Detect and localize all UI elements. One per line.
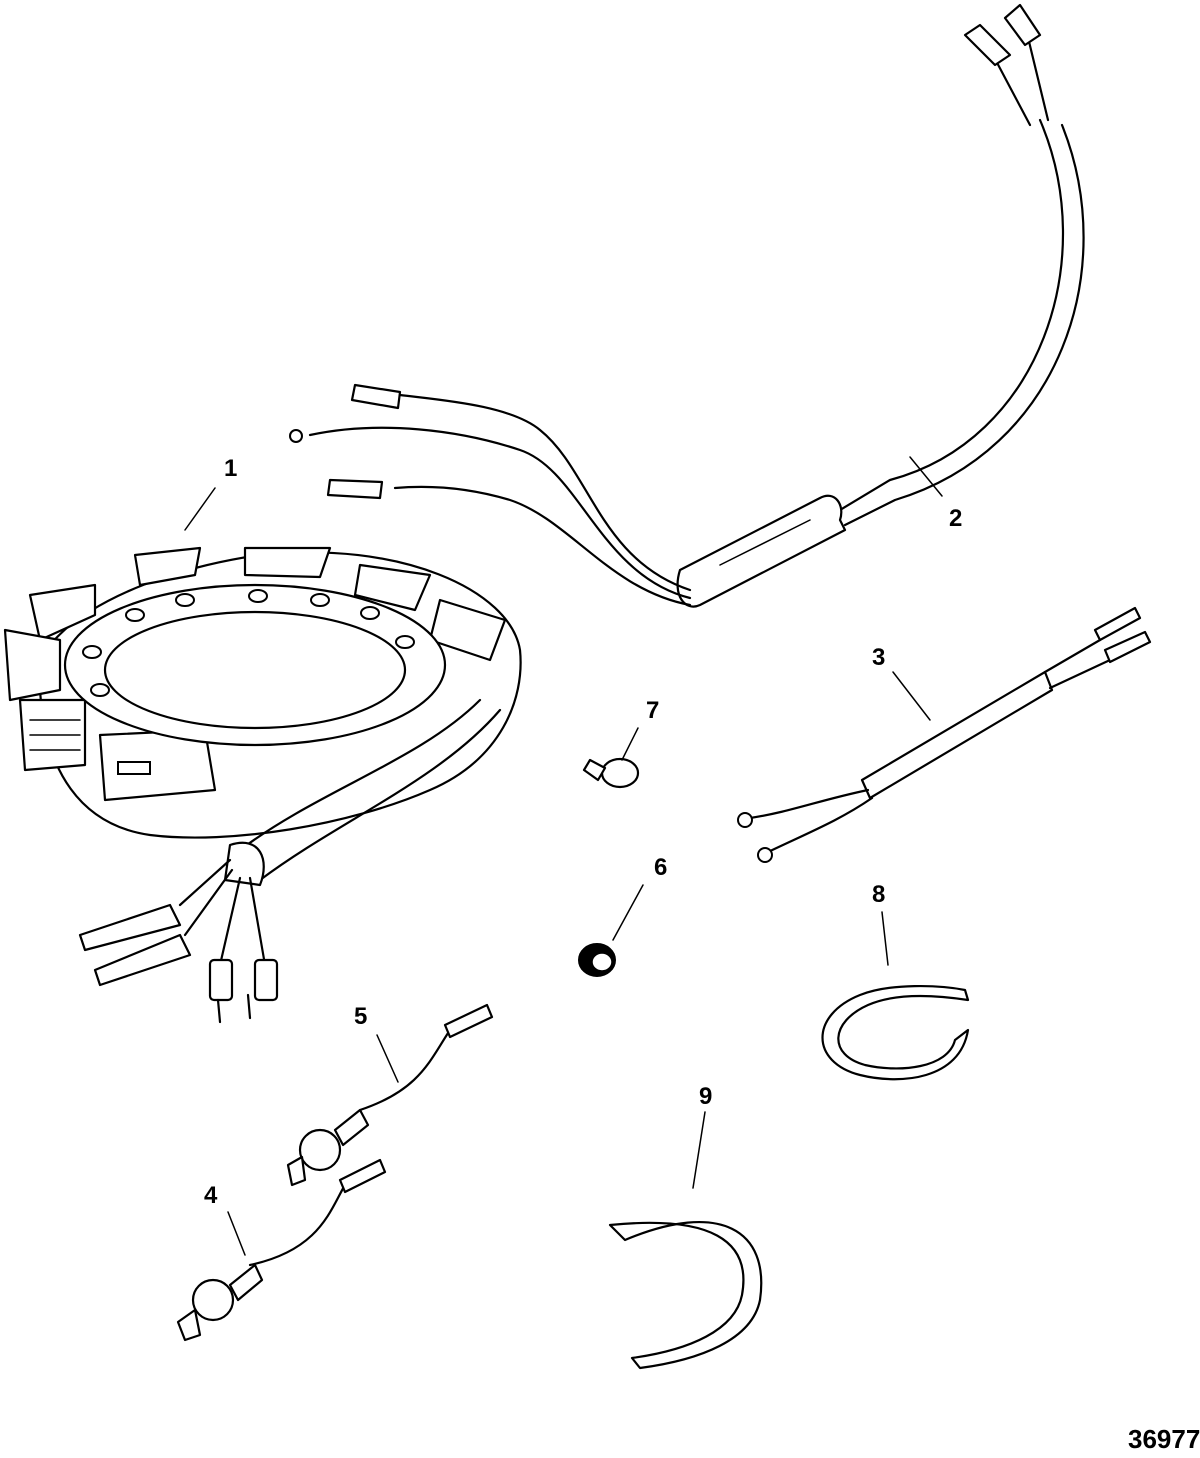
callout-2: 2 — [949, 505, 962, 532]
part-9-strap — [608, 1220, 763, 1370]
callout-5: 5 — [354, 1003, 367, 1030]
callout-6: 6 — [654, 854, 667, 881]
part-8-strap — [821, 984, 970, 1081]
callout-3: 3 — [872, 644, 885, 671]
callout-7: 7 — [646, 697, 659, 724]
callout-4: 4 — [204, 1182, 218, 1209]
callout-9: 9 — [699, 1083, 712, 1110]
callout-1: 1 — [224, 455, 237, 482]
part-7-screw — [582, 757, 640, 789]
part-1-stator — [3, 546, 522, 1024]
drawing-number: 36977 — [1128, 1424, 1200, 1454]
leader-lines — [184, 456, 943, 1256]
part-5-cap-lead — [286, 1003, 494, 1187]
part-4-cap-lead — [176, 1158, 387, 1342]
callout-8: 8 — [872, 881, 885, 908]
part-6-nut — [578, 943, 616, 977]
part-2-harness — [289, 3, 1085, 608]
part-3-lead — [737, 606, 1152, 863]
